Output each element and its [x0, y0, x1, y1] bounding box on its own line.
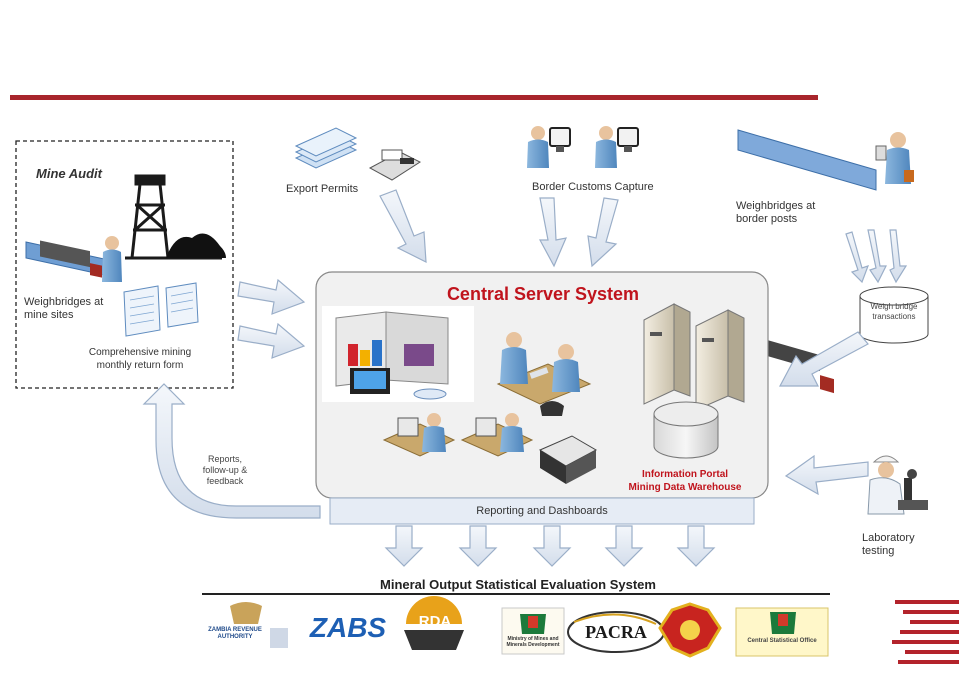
arrow-output-1: [384, 525, 424, 567]
workstation-icon-2: [460, 413, 534, 457]
return-form-label: Comprehensive mining monthly return form: [88, 347, 192, 371]
arrow-output-4: [604, 525, 644, 567]
arrow-border-2: [867, 229, 887, 284]
logo-zra-text: ZAMBIA REVENUE AUTHORITY: [208, 627, 262, 640]
portal-line-1: Information Portal: [641, 469, 729, 480]
logo-pacra-text: PACRA: [585, 622, 647, 642]
logo-zabs: [298, 606, 396, 652]
weighbridge-db-icon: [859, 286, 929, 344]
information-portal-label: Information Portal Mining Data Warehouse: [600, 468, 770, 494]
logo-ministry-mines: [501, 607, 565, 655]
return-form-icon: [123, 282, 199, 337]
arrow-output-3: [532, 525, 572, 567]
reporting-bar: [329, 497, 755, 525]
arrow-output-2: [458, 525, 498, 567]
printer-icon: [538, 435, 598, 484]
arrow-db-to-central: [779, 331, 869, 387]
laboratory-label: Laboratory testing: [862, 532, 915, 557]
ore-pile-icon: [166, 233, 226, 258]
portal-line-2: Mining Data Warehouse: [628, 482, 742, 493]
arrow-output-5: [676, 525, 716, 567]
arrow-mine-to-central-2: [237, 322, 306, 359]
logo-zra: [205, 602, 291, 654]
arrow-lab-to-central: [784, 454, 869, 496]
reporting-dashboards-label: Reporting and Dashboards: [476, 505, 608, 517]
arrow-feedback: [142, 383, 321, 519]
logo-police: [658, 602, 722, 658]
mine-audit-title: Mine Audit: [36, 166, 102, 181]
mine-operator-icon: [102, 236, 122, 282]
feedback-label: Reports, follow-up & feedback: [202, 454, 248, 486]
arrow-border-3: [889, 229, 908, 284]
logo-ministry-text: Ministry of Mines and Minerals Developme…: [506, 636, 560, 648]
export-permits-label: Export Permits: [286, 183, 359, 195]
mine-weighbridge-icon: [25, 240, 119, 279]
customs-officer-icon-2: [595, 126, 639, 168]
header-divider: [10, 95, 818, 100]
meeting-icon: [496, 332, 592, 416]
border-customs-label: Border Customs Capture: [532, 181, 654, 193]
arrow-mine-to-central-1: [237, 278, 306, 315]
border-operator-icon: [875, 132, 914, 184]
dashboard-screens-icon: [322, 306, 474, 402]
server-icon: [643, 303, 745, 411]
workstation-icon-1: [382, 413, 456, 457]
export-permits-icon: [294, 127, 358, 169]
customs-officer-icon-1: [527, 126, 571, 168]
border-weighbridges-label: Weighbridges at border posts: [736, 200, 816, 225]
fax-icon: [368, 149, 422, 181]
laboratory-icon: [867, 455, 928, 515]
data-warehouse-icon: [653, 401, 719, 459]
arrow-customs-1: [538, 197, 568, 268]
central-server-title: Central Server System: [446, 284, 640, 304]
corner-stripes: [892, 600, 959, 664]
arrow-border-1: [845, 231, 870, 284]
logo-zabs-text: ZABS: [309, 612, 387, 643]
logo-rda-text: RDA: [418, 613, 452, 630]
footer-system-title: Mineral Output Statistical Evaluation Sy…: [380, 577, 656, 592]
logo-rda: [404, 596, 464, 650]
mine-audit-box: [15, 140, 234, 389]
logo-cso: [735, 607, 829, 657]
footer-divider: [202, 593, 830, 595]
mine-weighbridges-label: Weighbridges at mine sites: [24, 296, 104, 321]
arrow-customs-2: [587, 197, 619, 268]
logo-cso-text: Central Statistical Office: [747, 638, 817, 644]
arrow-export-permits: [379, 189, 427, 264]
weighbridge-db-label: Weigh bridge transactions: [870, 302, 918, 321]
flow-arrows: [142, 189, 908, 567]
